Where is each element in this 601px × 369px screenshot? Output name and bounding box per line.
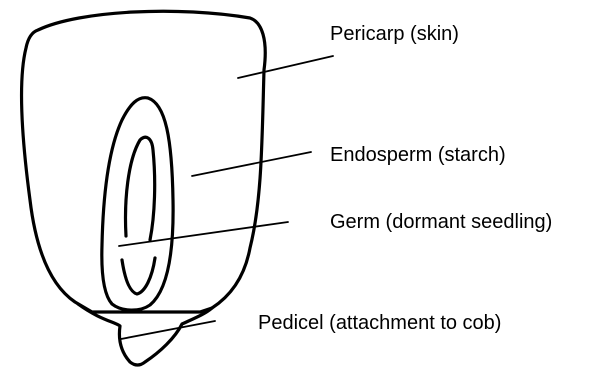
germ-inner-upper	[126, 137, 155, 240]
germ-outline	[102, 98, 173, 310]
pedicel-label: Pedicel (attachment to cob)	[258, 313, 501, 333]
germ-label: Germ (dormant seedling)	[330, 212, 552, 232]
endosperm-leader-line	[192, 152, 311, 176]
kernel-outline	[22, 11, 266, 312]
endosperm-label: Endosperm (starch)	[330, 145, 506, 165]
pericarp-label: Pericarp (skin)	[330, 24, 459, 44]
germ-inner-lower	[122, 258, 155, 294]
germ-leader-line	[119, 222, 288, 246]
pedicel-leader-line	[121, 321, 215, 339]
pericarp-leader-line	[238, 56, 333, 78]
